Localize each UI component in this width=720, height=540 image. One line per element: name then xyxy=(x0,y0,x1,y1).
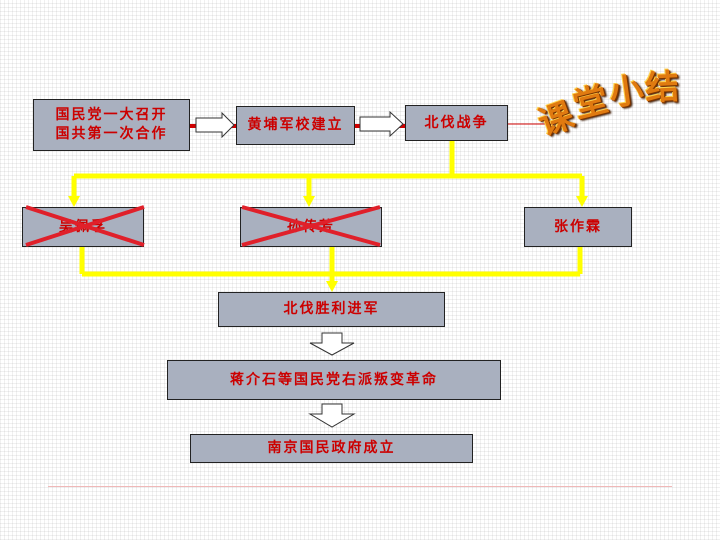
strike-mark-wu xyxy=(25,205,145,247)
down-arrow-1 xyxy=(309,332,355,356)
box-northern-expedition: 北伐战争 xyxy=(405,105,508,141)
arrow-2 xyxy=(359,110,404,138)
yellow-arrow-3 xyxy=(576,196,588,207)
title-char-3: 小 xyxy=(606,69,647,115)
box-nanjing-government: 南京国民政府成立 xyxy=(190,434,473,463)
bottom-divider xyxy=(48,486,672,487)
box-expedition-victory: 北伐胜利进军 xyxy=(218,292,445,327)
box-kmt-first-congress: 国民党一大召开 国共第一次合作 xyxy=(33,99,190,151)
yellow-arrow-2 xyxy=(303,196,315,207)
down-arrow-2 xyxy=(308,403,356,428)
yellow-arrow-1 xyxy=(68,196,80,207)
box-zhang-zuolin: 张作霖 xyxy=(524,207,632,247)
yellow-arrow-merge xyxy=(326,281,338,292)
title-char-4: 结 xyxy=(644,67,681,109)
box-whampoa-academy: 黄埔军校建立 xyxy=(236,106,355,145)
strike-mark-sun xyxy=(241,205,381,247)
arrow-1 xyxy=(195,111,235,139)
box-chiang-betrayal: 蒋介石等国民党右派叛变革命 xyxy=(167,360,501,400)
